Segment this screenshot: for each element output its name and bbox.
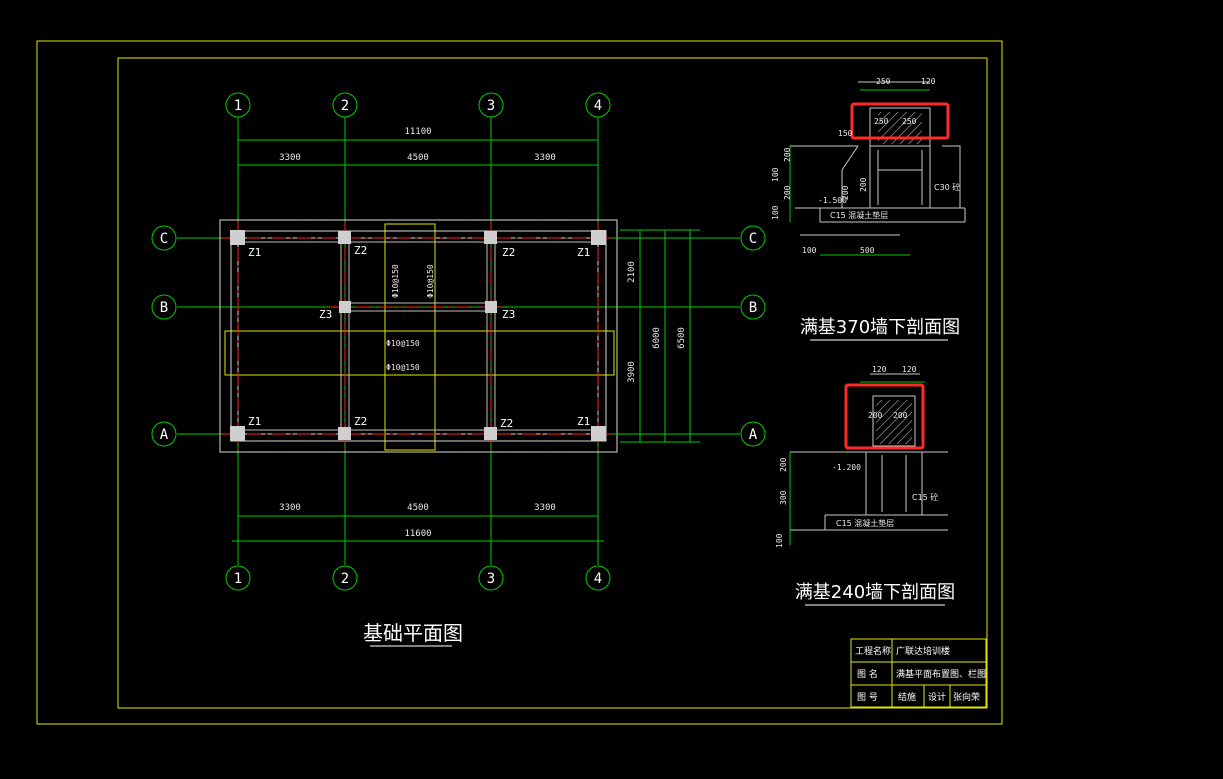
dim-label: 120	[902, 365, 917, 374]
title-block: 工程名称 广联达培训楼 图 名 满基平面布置图、栏图 图 号 结施 设计 张向荣	[850, 638, 987, 708]
axis-bubble-label: 1	[234, 571, 242, 587]
axis-bubble-label: 2	[341, 571, 349, 587]
bed-label: C15 混凝土垫层	[830, 210, 888, 220]
column-label: Z1	[577, 415, 590, 428]
axis-bubble-label: C	[749, 231, 757, 247]
dim-label: 200	[868, 411, 883, 420]
elevation-label: -1.200	[832, 463, 861, 472]
axis-bubble-label: C	[160, 231, 168, 247]
axis-bubble-label: A	[749, 427, 758, 443]
dim-top-span: 3300	[534, 153, 556, 163]
axis-bubble-label: 4	[594, 98, 602, 114]
inner-frame	[117, 57, 988, 709]
axis-bubble-label: 3	[487, 571, 495, 587]
concrete-label: C30 砼	[934, 182, 960, 192]
highlight-box	[844, 383, 925, 450]
column-label: Z2	[502, 246, 515, 259]
column-c1	[230, 230, 245, 245]
dim-label: 120	[872, 365, 887, 374]
dim-label: 200	[859, 177, 868, 192]
dim-label: 250	[874, 117, 889, 126]
column-label: Z1	[577, 246, 590, 259]
titleblock-value: 满基平面布置图、栏图	[896, 668, 986, 680]
column-a1	[230, 426, 245, 441]
titleblock-label: 工程名称	[855, 645, 891, 657]
column-a2	[338, 427, 351, 440]
dim-label: 100	[775, 533, 784, 548]
column-label: Z2	[500, 417, 513, 430]
dim-right: 6000	[652, 327, 662, 349]
dim-label: 200	[893, 411, 908, 420]
column-a4	[591, 426, 606, 441]
dim-label: 200	[841, 185, 850, 200]
column-label: Z2	[354, 244, 367, 257]
dim-bottom-span: 3300	[279, 503, 301, 513]
rebar-label: Φ10@150	[386, 363, 420, 372]
outer-frame	[36, 40, 1003, 725]
column-b2	[339, 301, 351, 313]
dim-top-span: 3300	[279, 153, 301, 163]
dim-label: 100	[771, 167, 780, 182]
titleblock-label: 设计	[928, 691, 946, 703]
dim-top-total: 11100	[404, 127, 431, 137]
section-240: 120 120 200 200 200 300 100 -1.200 C15 砼…	[775, 365, 955, 606]
dim-label: 100	[771, 205, 780, 220]
column-label: Z2	[354, 415, 367, 428]
dim-right: 3900	[627, 361, 637, 383]
dim-label: 250	[876, 77, 891, 86]
rebar-label: Φ10@150	[386, 339, 420, 348]
dim-label: 200	[783, 185, 792, 200]
titleblock-value: 张向荣	[953, 691, 980, 703]
titleblock-value: 结施	[898, 691, 916, 703]
dim-label: 100	[802, 246, 817, 255]
plan-title: 基础平面图	[363, 621, 463, 645]
column-c3	[484, 231, 497, 244]
section-title: 满基240墙下剖面图	[795, 582, 955, 603]
column-label: Z3	[502, 308, 515, 321]
axis-bubble-label: 2	[341, 98, 349, 114]
axis-bubble-label: A	[160, 427, 169, 443]
column-label: Z1	[248, 415, 261, 428]
dim-label: 250	[902, 117, 917, 126]
axis-bubble-label: 3	[487, 98, 495, 114]
column-a3	[484, 427, 497, 440]
concrete-label: C15 砼	[912, 492, 938, 502]
dim-top-span: 4500	[407, 153, 429, 163]
axis-bubble-label: B	[749, 300, 757, 316]
dim-label: 500	[860, 246, 875, 255]
dim-right: 2100	[627, 261, 637, 283]
foundation-plan: Z1 Z2 Z2 Z1 Z3 Z3 Z1 Z2 Z2 Z1 Φ10@150 Φ1…	[151, 92, 766, 647]
rebar-label: Φ10@150	[391, 264, 400, 298]
section-370: 250 120 250 250 150 200 100 200 100 200 …	[771, 77, 966, 341]
dim-bottom-span: 3300	[534, 503, 556, 513]
dim-bottom-span: 4500	[407, 503, 429, 513]
section-title: 满基370墙下剖面图	[800, 317, 960, 338]
axis-bubble-label: 1	[234, 98, 242, 114]
column-label: Z3	[319, 308, 332, 321]
dim-bottom-total: 11600	[404, 529, 431, 539]
titleblock-label: 图 号	[857, 692, 878, 703]
titleblock-value: 广联达培训楼	[896, 645, 950, 657]
column-c2	[338, 231, 351, 244]
bed-label: C15 混凝土垫层	[836, 518, 894, 528]
titleblock-label: 图 名	[857, 668, 878, 680]
elevation-label: -1.500	[818, 196, 847, 205]
column-c4	[591, 230, 606, 245]
axis-bubble-label: 4	[594, 571, 602, 587]
rebar-label: Φ10@150	[426, 264, 435, 298]
dim-label: 300	[779, 490, 788, 505]
highlight-box	[850, 102, 950, 140]
dim-label: 200	[783, 147, 792, 162]
column-label: Z1	[248, 246, 261, 259]
dim-right: 6500	[677, 327, 687, 349]
dim-label: 200	[779, 457, 788, 472]
column-b3	[485, 301, 497, 313]
dim-label: 150	[838, 129, 853, 138]
axis-bubble-label: B	[160, 300, 168, 316]
dim-label: 120	[921, 77, 936, 86]
